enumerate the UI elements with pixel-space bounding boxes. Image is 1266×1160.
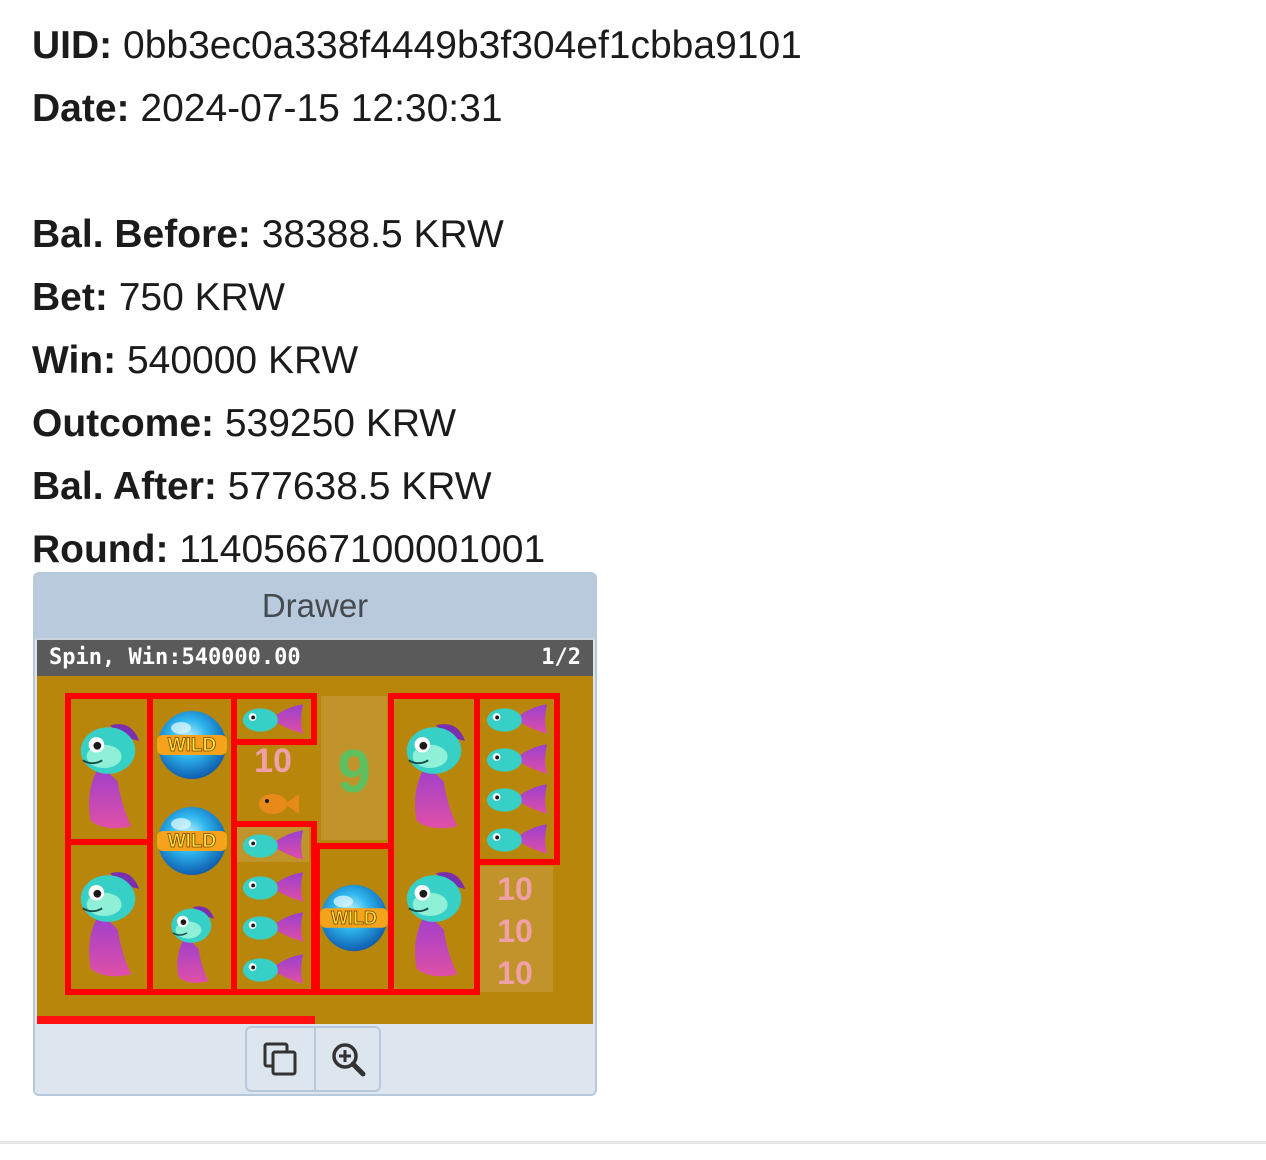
wild-label: WILD bbox=[168, 735, 217, 756]
small-fish-symbol bbox=[242, 954, 304, 984]
small-fish-symbol bbox=[242, 872, 304, 902]
fish-symbol bbox=[79, 871, 141, 978]
goldfish-symbol bbox=[259, 794, 299, 814]
small-fish-symbol bbox=[242, 912, 304, 942]
slot-board[interactable]: WILD WILD 10 9 WILD bbox=[37, 676, 593, 1024]
progress-bar bbox=[37, 1016, 315, 1024]
bal-after-label: Bal. After: bbox=[32, 465, 217, 508]
fish-symbol bbox=[405, 870, 467, 978]
copy-button[interactable] bbox=[247, 1028, 316, 1090]
wild-symbol: WILD bbox=[157, 711, 227, 779]
win-value: 540000 KRW bbox=[126, 339, 359, 382]
round-value: 11405667100001001 bbox=[179, 528, 546, 571]
drawer-toolbar bbox=[245, 1026, 381, 1092]
wild-label: WILD bbox=[168, 831, 217, 852]
spin-info-bar: Spin, Win:540000.00 1/2 bbox=[37, 640, 593, 676]
drawer-panel: Drawer Spin, Win:540000.00 1/2 bbox=[33, 572, 597, 1096]
small-fish-symbol bbox=[486, 744, 548, 774]
fish-symbol bbox=[405, 722, 467, 830]
wild-label: WILD bbox=[331, 908, 377, 928]
small-fish-symbol bbox=[486, 784, 548, 814]
fish-symbol bbox=[170, 905, 216, 984]
drawer-title: Drawer bbox=[35, 574, 595, 640]
zoom-in-button[interactable] bbox=[315, 1028, 382, 1090]
win-lines bbox=[65, 693, 560, 995]
date-value: 2024-07-15 12:30:31 bbox=[140, 87, 503, 130]
reel-cells bbox=[235, 696, 553, 992]
bet-label: Bet: bbox=[32, 276, 108, 319]
bal-before-label: Bal. Before: bbox=[32, 213, 251, 256]
outcome-row: Outcome: 539250 KRW bbox=[32, 392, 802, 455]
small-fish-symbol bbox=[486, 824, 548, 854]
wild-symbol: WILD bbox=[157, 807, 227, 875]
uid-label: UID: bbox=[32, 24, 113, 67]
bal-after-row: Bal. After: 577638.5 KRW bbox=[32, 455, 802, 518]
bottom-divider bbox=[0, 1141, 1266, 1144]
bal-before-row: Bal. Before: 38388.5 KRW bbox=[32, 203, 802, 266]
page-indicator[interactable]: 1/2 bbox=[541, 645, 581, 670]
reels-graphic: WILD WILD 10 9 WILD bbox=[65, 693, 560, 995]
spin-win-text: Spin, Win:540000.00 bbox=[49, 645, 301, 670]
small-fish-symbol bbox=[486, 704, 548, 734]
outcome-label: Outcome: bbox=[32, 402, 215, 445]
win-label: Win: bbox=[32, 339, 117, 382]
uid-value: 0bb3ec0a338f4449b3f304ef1cbba9101 bbox=[123, 24, 802, 67]
round-details: UID: 0bb3ec0a338f4449b3f304ef1cbba9101 D… bbox=[32, 14, 802, 581]
round-row: Round: 11405667100001001 bbox=[32, 518, 802, 581]
nine-symbol: 9 bbox=[337, 738, 370, 805]
fish-symbol bbox=[79, 723, 141, 830]
copy-icon bbox=[263, 1042, 297, 1076]
spacer bbox=[32, 140, 802, 203]
win-row: Win: 540000 KRW bbox=[32, 329, 802, 392]
date-label: Date: bbox=[32, 87, 130, 130]
round-label: Round: bbox=[32, 528, 169, 571]
outcome-value: 539250 KRW bbox=[224, 402, 457, 445]
ten-symbol: 10 bbox=[497, 955, 533, 991]
ten-symbol: 10 bbox=[497, 913, 533, 949]
uid-row: UID: 0bb3ec0a338f4449b3f304ef1cbba9101 bbox=[32, 14, 802, 77]
bet-row: Bet: 750 KRW bbox=[32, 266, 802, 329]
date-row: Date: 2024-07-15 12:30:31 bbox=[32, 77, 802, 140]
ten-symbol: 10 bbox=[497, 871, 533, 907]
small-fish-symbol bbox=[242, 704, 304, 734]
bal-before-value: 38388.5 KRW bbox=[261, 213, 504, 256]
bet-value: 750 KRW bbox=[118, 276, 285, 319]
bal-after-value: 577638.5 KRW bbox=[227, 465, 492, 508]
wild-symbol: WILD bbox=[319, 884, 389, 952]
zoom-in-icon bbox=[332, 1043, 366, 1077]
ten-symbol: 10 bbox=[254, 742, 292, 780]
